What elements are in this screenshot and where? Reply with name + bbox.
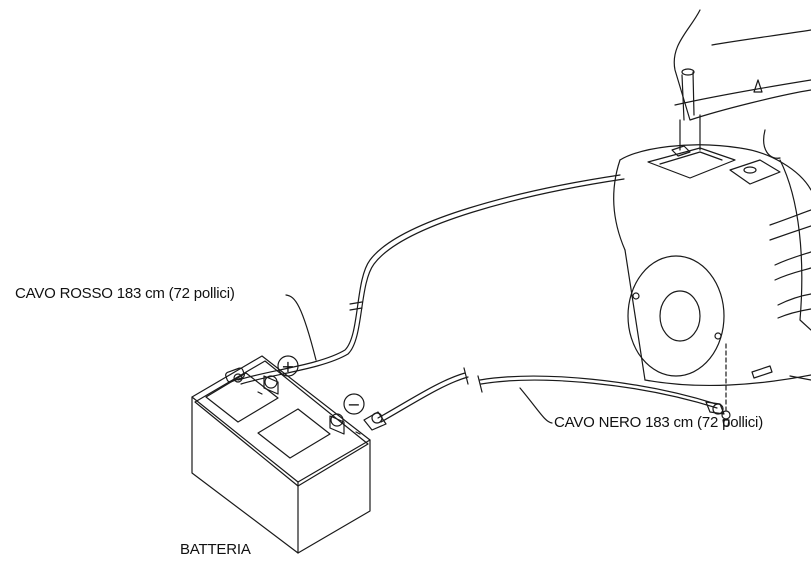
battery-label: BATTERIA — [180, 541, 251, 558]
negative-symbol: − — [347, 395, 360, 414]
motor — [613, 9, 811, 427]
red-cable-label: CAVO ROSSO 183 cm (72 pollici) — [15, 285, 235, 302]
red-cable — [225, 174, 625, 385]
black-cable — [363, 367, 725, 431]
black-cable-label: CAVO NERO 183 cm (72 pollici) — [554, 414, 763, 431]
leader-black-cable — [519, 387, 553, 424]
leader-red-cable — [285, 294, 317, 361]
battery — [191, 355, 371, 554]
positive-symbol: + — [281, 357, 294, 376]
